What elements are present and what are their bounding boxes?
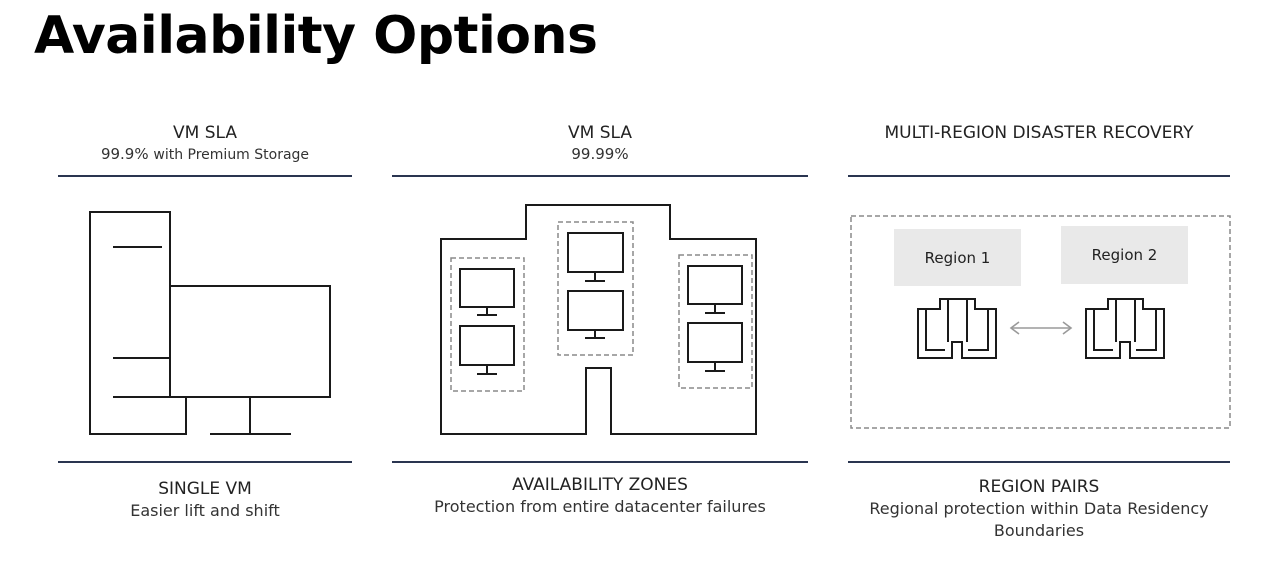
region-pairs-header: MULTI-REGION DISASTER RECOVERY — [848, 122, 1230, 144]
availability-zones-illustration — [440, 204, 757, 435]
region-bottom-divider — [848, 461, 1230, 463]
monitor-icon — [169, 285, 331, 398]
zone-1-outline — [450, 257, 525, 392]
vm-monitor-icon — [567, 232, 624, 282]
single-vm-footer: SINGLE VM Easier lift and shift — [58, 478, 352, 522]
region-pairs-illustration — [850, 215, 1231, 429]
single-vm-description: Easier lift and shift — [130, 501, 280, 520]
region-1-datacenter-icon — [917, 298, 997, 359]
vm-monitor-icon — [567, 290, 624, 339]
vm-monitor-icon — [459, 268, 515, 316]
single-vm-title: SINGLE VM — [158, 479, 252, 499]
single-vm-sla-label: VM SLA — [173, 123, 237, 143]
region-2-label: Region 2 — [1091, 246, 1158, 264]
dr-label: MULTI-REGION DISASTER RECOVERY — [884, 123, 1194, 143]
single-vm-sla-percent: 99.9% — [100, 145, 149, 163]
region-pairs-title: REGION PAIRS — [978, 477, 1100, 497]
region-2-datacenter-icon — [1085, 298, 1165, 359]
geography-boundary — [850, 215, 1231, 429]
single-vm-header: VM SLA 99.9% with Premium Storage — [58, 122, 352, 165]
single-vm-bottom-divider — [58, 461, 352, 463]
region-pairs-description-line1: Regional protection within Data Residenc… — [869, 499, 1209, 518]
availability-zones-header: VM SLA 99.99% — [392, 122, 808, 164]
availability-zones-footer: AVAILABILITY ZONES Protection from entir… — [392, 474, 808, 518]
region-top-divider — [848, 175, 1230, 177]
zones-sla-label: VM SLA — [568, 123, 632, 143]
bidirectional-arrow-icon — [1009, 321, 1073, 335]
availability-zones-description: Protection from entire datacenter failur… — [434, 497, 766, 516]
region-2-label-box: Region 2 — [1061, 226, 1188, 284]
availability-zones-title: AVAILABILITY ZONES — [512, 475, 688, 495]
server-tower-icon — [89, 211, 187, 435]
region-pairs-description-line2: Boundaries — [993, 521, 1085, 540]
region-1-label: Region 1 — [924, 248, 991, 267]
zones-top-divider — [392, 175, 808, 177]
zones-bottom-divider — [392, 461, 808, 463]
single-vm-illustration — [89, 211, 331, 435]
zone-3-outline — [678, 254, 753, 389]
region-pairs-footer: REGION PAIRS Regional protection within … — [838, 476, 1240, 542]
single-vm-top-divider — [58, 175, 352, 177]
vm-monitor-icon — [687, 265, 743, 314]
datacenter-outline-icon — [440, 204, 757, 435]
region-1-label-box: Region 1 — [894, 229, 1021, 286]
page-title: Availability Options — [34, 6, 598, 66]
single-vm-sla-value: 99.9% with Premium Storage — [58, 144, 352, 165]
zones-sla-value: 99.99% — [571, 145, 629, 163]
vm-monitor-icon — [459, 325, 515, 375]
single-vm-sla-note: with Premium Storage — [153, 147, 310, 163]
vm-monitor-icon — [687, 322, 743, 372]
